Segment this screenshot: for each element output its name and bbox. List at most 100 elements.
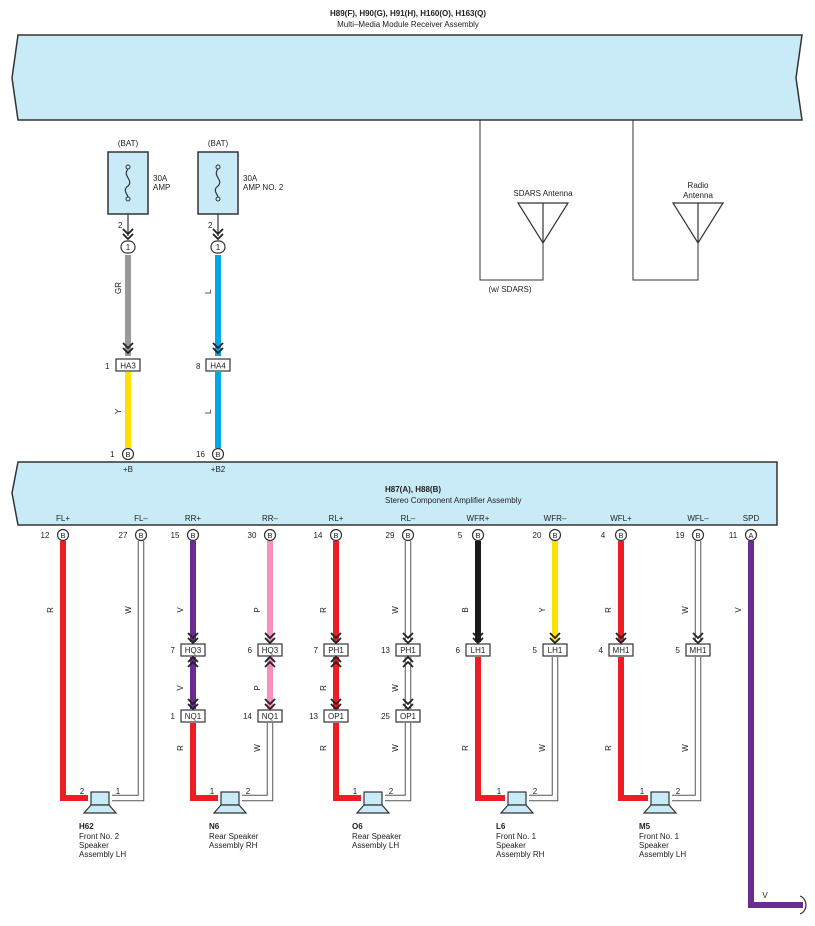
amplifier-codes: H87(A), H88(B) xyxy=(385,485,441,494)
speaker-desc-line: Speaker xyxy=(496,841,526,850)
chevron-icon xyxy=(330,698,342,706)
speaker-code: M5 xyxy=(639,822,651,831)
speaker-desc-line: Assembly LH xyxy=(352,841,399,850)
wire-code-lower-6: R xyxy=(461,745,470,751)
speaker-desc-line: Speaker xyxy=(639,841,669,850)
speaker-code: H62 xyxy=(79,822,94,831)
ha3-wire-code: Y xyxy=(114,408,123,414)
power-junction-ha3: 1 HA3 Y 1 B +B xyxy=(105,358,141,474)
chevron-icon xyxy=(212,347,224,355)
wire-0 xyxy=(60,541,88,801)
fuse-icon xyxy=(214,168,221,198)
speaker-desc-line: Front No. 1 xyxy=(496,832,537,841)
junction-chevron-icon xyxy=(402,698,414,711)
wire-code-6: B xyxy=(461,607,470,612)
speaker-pin-neg: 1 xyxy=(116,787,121,796)
amp-pin-1: 1 xyxy=(110,450,115,459)
chevron-icon xyxy=(122,342,134,350)
output-label-0: FL+ xyxy=(56,514,70,523)
output-label-7: WFR– xyxy=(544,514,567,523)
pin-circle xyxy=(401,528,415,542)
chevron-icon xyxy=(402,637,414,645)
connector-label: NQ1 xyxy=(185,712,202,721)
output-pin-7: 20 xyxy=(533,531,542,540)
wire-code-4: R xyxy=(319,607,328,613)
wire-code-2: V xyxy=(176,607,185,613)
connector-box xyxy=(465,643,491,657)
speaker-code: L6 xyxy=(496,822,506,831)
chevron-icon xyxy=(692,637,704,645)
chevron-icon xyxy=(187,660,199,668)
junction-chevron-icon xyxy=(264,698,276,711)
pin-circle xyxy=(744,528,758,542)
fuse-connector-pin xyxy=(210,240,226,254)
fuse-amp2-source: (BAT) xyxy=(208,139,229,148)
ha3-conn: HA3 xyxy=(120,362,136,371)
chevron-icon xyxy=(402,660,414,668)
pin-circle xyxy=(614,528,628,542)
chevron-icon xyxy=(402,632,414,640)
fuse-amp-rating: 30A xyxy=(153,174,168,183)
connector-box xyxy=(542,643,568,657)
speaker-desc-line: Speaker xyxy=(79,841,109,850)
speaker-icon xyxy=(82,791,118,814)
chevron-icon xyxy=(122,347,134,355)
junction-pin-7: 5 xyxy=(533,646,538,655)
chevron-icon xyxy=(212,228,224,236)
amp-pin-16: 16 xyxy=(196,450,205,459)
speaker-cone xyxy=(82,804,118,814)
junction-pin-4: 7 xyxy=(314,646,319,655)
pin-circle xyxy=(56,528,70,542)
connector-label: MH1 xyxy=(690,646,707,655)
speaker-code: N6 xyxy=(209,822,220,831)
wire-lower-2 xyxy=(190,723,218,801)
chevron-icon xyxy=(402,655,414,663)
junction-pin-3: 6 xyxy=(248,646,253,655)
speaker-magnet xyxy=(650,791,670,806)
pin-connector-letter: B xyxy=(552,531,557,540)
speaker-code: O6 xyxy=(352,822,363,831)
output-label-2: RR+ xyxy=(185,514,202,523)
wire-code-lower-9: W xyxy=(681,744,690,752)
connector-box xyxy=(395,709,421,723)
junction-chevron-icon xyxy=(212,342,224,355)
junction2-pin-2: 1 xyxy=(171,712,176,721)
speaker-icon xyxy=(499,791,535,814)
receiver-name: Multi–Media Module Receiver Assembly xyxy=(337,20,479,29)
output-pin-2: 15 xyxy=(171,531,180,540)
ha4-pin: 8 xyxy=(196,362,201,371)
pin-connector-letter: B xyxy=(138,531,143,540)
amp-conn-b: B xyxy=(125,450,130,459)
connector-label: LH1 xyxy=(548,646,563,655)
speaker-desc-line: Assembly RH xyxy=(496,850,545,859)
wire-code-spd-end: V xyxy=(762,891,768,900)
fuse-amp2-name: AMP NO. 2 xyxy=(243,183,284,192)
speaker-pin-pos: 1 xyxy=(497,787,502,796)
amplifier-name: Stereo Component Amplifier Assembly xyxy=(385,496,522,505)
speaker-desc-line: Assembly LH xyxy=(79,850,126,859)
chevron-icon xyxy=(330,660,342,668)
wire-code-9: W xyxy=(681,606,690,614)
ha4-conn: HA4 xyxy=(210,362,226,371)
speaker-magnet xyxy=(220,791,240,806)
chevron-icon xyxy=(187,655,199,663)
output-pin-3: 30 xyxy=(248,531,257,540)
wire-code-8: R xyxy=(604,607,613,613)
junction-pin-9: 5 xyxy=(676,646,681,655)
chevron-icon xyxy=(187,703,199,711)
wire-lower-8 xyxy=(618,657,648,801)
amp-conn-b: B xyxy=(215,450,220,459)
fuse-icon xyxy=(124,168,131,198)
junction-pin-8: 4 xyxy=(599,646,604,655)
wire-code-0: R xyxy=(46,607,55,613)
wire-code-1: W xyxy=(124,606,133,614)
output-label-4: RL+ xyxy=(329,514,344,523)
output-pin-8: 4 xyxy=(601,531,606,540)
connector-label: LH1 xyxy=(471,646,486,655)
ha4-wire-code: L xyxy=(204,409,213,414)
chevron-icon xyxy=(330,632,342,640)
speaker-icon xyxy=(212,791,248,814)
receiver-module xyxy=(11,34,803,121)
chevron-icon xyxy=(187,698,199,706)
speaker-cone xyxy=(212,804,248,814)
